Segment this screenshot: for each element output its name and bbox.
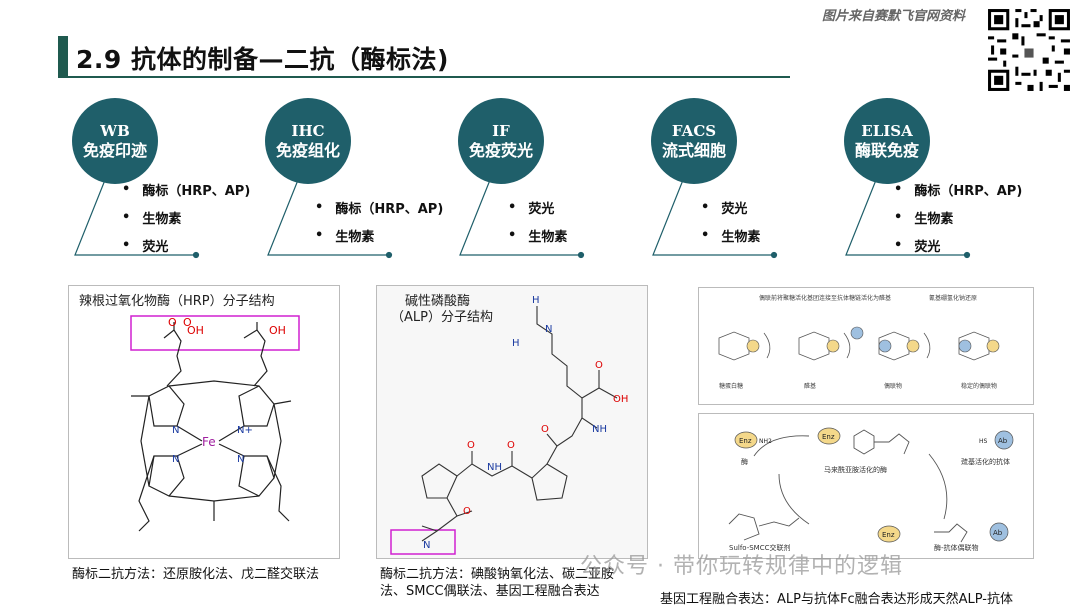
- hrp-atom-n: N: [237, 454, 244, 465]
- page-title: 2.9 抗体的制备—二抗（酶标法): [76, 45, 449, 74]
- fusion-caption: 基因工程融合表达：ALP与抗体Fc融合表达形成天然ALP-抗体: [660, 592, 1013, 607]
- glycan-label: 糖链活化为醛基: [849, 294, 891, 302]
- alp-panel-title-line2: （ALP）分子结构: [391, 310, 493, 325]
- smcc-ab-label: Ab: [993, 529, 1003, 537]
- title-underline: [58, 76, 790, 78]
- glycan-sub-label: 糖蛋白糖: [719, 382, 743, 390]
- smcc-conjugate-label: 酶-抗体偶联物: [934, 543, 979, 552]
- hrp-atom-o: O: [183, 316, 192, 329]
- method-circle-facs: FACS 流式细胞: [651, 98, 737, 184]
- alp-atom-oh: OH: [613, 394, 628, 405]
- glycan-conjugation-panel: 偶联前将聚糖活化基团连接至抗体 糖链活化为醛基 氰基硼氢化钠还原 糖蛋白糖 醛基…: [698, 287, 1034, 405]
- hrp-atom-n: N: [172, 425, 179, 436]
- hrp-atom-n: N: [172, 454, 179, 465]
- smcc-enzyme-label: 酶: [741, 457, 748, 466]
- list-item: 生物素: [508, 221, 567, 249]
- list-item: 生物素: [122, 203, 250, 231]
- alp-atom-h: H: [532, 295, 540, 306]
- alp-atom-nh: NH: [487, 462, 502, 473]
- list-item: 生物素: [315, 221, 443, 249]
- hrp-caption: 酶标二抗方法：还原胺化法、戊二醛交联法: [72, 567, 320, 582]
- source-watermark: 图片来自赛默飞官网资料: [822, 9, 966, 24]
- method-list-if: 荧光 生物素: [508, 193, 567, 249]
- title-accent-bar: [58, 36, 68, 78]
- alp-panel-title-line1: 碱性磷酸酶: [405, 294, 471, 309]
- list-item: 荧光: [701, 193, 760, 221]
- alp-atom-o: O: [507, 440, 515, 451]
- alp-atom-h: H: [512, 338, 520, 349]
- smcc-nh2-label: NH2: [759, 438, 772, 445]
- hrp-structure-panel: 辣根过氧化物酶（HRP）分子结构: [68, 285, 340, 559]
- alp-atom-o: O: [467, 440, 475, 451]
- glycan-label: 氰基硼氢化钠还原: [929, 294, 977, 302]
- alp-atom-o: O: [463, 506, 471, 517]
- smcc-reagent-label: Sulfo-SMCC交联剂: [729, 543, 791, 552]
- alp-atom-n: N: [423, 540, 430, 551]
- alp-structure-panel: 碱性磷酸酶 （ALP）分子结构 H N H OH O NH O O NH O: [376, 285, 648, 559]
- smcc-activated-label: 马来酰亚胺活化的酶: [824, 465, 887, 474]
- method-circle-elisa: ELISA 酶联免疫: [844, 98, 930, 184]
- hrp-atom-nplus: N+: [237, 425, 253, 436]
- smcc-enz-label: Enz: [822, 433, 835, 441]
- hrp-molecule-diagram: O OH OH O Fe N N+ N N: [130, 315, 300, 532]
- smcc-conjugation-diagram: Enz NH2 Enz Ab HS Enz Ab 酶 马来酰亚胺活化的酶 巯基活…: [728, 427, 1014, 552]
- method-circle-ihc: IHC 免疫组化: [265, 98, 351, 184]
- smcc-enz-label: Enz: [882, 531, 895, 539]
- smcc-enz-label: Enz: [739, 437, 752, 445]
- hrp-atom-fe: Fe: [202, 435, 216, 449]
- alp-molecule-diagram: H N H OH O NH O O NH O O N: [390, 295, 628, 555]
- method-list-elisa: 酶标（HRP、AP) 生物素 荧光: [894, 175, 1022, 259]
- method-list-ihc: 酶标（HRP、AP) 生物素: [315, 193, 443, 249]
- alp-atom-nh: NH: [592, 424, 607, 435]
- method-list-wb: 酶标（HRP、AP) 生物素 荧光: [122, 175, 250, 259]
- alp-atom-o: O: [595, 360, 603, 371]
- smcc-conjugation-panel: Enz NH2 Enz Ab HS Enz Ab 酶 马来酰亚胺活化的酶 巯基活…: [698, 413, 1034, 559]
- list-item: 酶标（HRP、AP): [122, 175, 250, 203]
- list-item: 生物素: [894, 203, 1022, 231]
- smcc-ab-label: Ab: [998, 437, 1008, 445]
- method-circle-if: IF 免疫荧光: [458, 98, 544, 184]
- alp-atom-o: O: [541, 424, 549, 435]
- alp-caption-line2: 法、SMCC偶联法、基因工程融合表达: [380, 584, 600, 599]
- method-list-facs: 荧光 生物素: [701, 193, 760, 249]
- alp-caption-line1: 酶标二抗方法：碘酸钠氧化法、碳二亚胺: [380, 567, 615, 582]
- glycan-sub-label: 醛基: [804, 382, 816, 390]
- list-item: 酶标（HRP、AP): [894, 175, 1022, 203]
- method-circle-wb: WB 免疫印迹: [72, 98, 158, 184]
- glycan-conjugation-diagram: 偶联前将聚糖活化基团连接至抗体 糖链活化为醛基 氰基硼氢化钠还原 糖蛋白糖 醛基…: [718, 294, 1000, 390]
- wechat-watermark: 公众号 · 带你玩转规律中的逻辑: [580, 554, 903, 579]
- list-item: 生物素: [701, 221, 760, 249]
- hrp-atom-oh: OH: [269, 324, 286, 337]
- hrp-panel-title: 辣根过氧化物酶（HRP）分子结构: [79, 294, 275, 309]
- smcc-thiol-label: 巯基活化的抗体: [961, 457, 1010, 466]
- hrp-atom-o: O: [168, 316, 177, 329]
- glycan-sub-label: 偶联物: [884, 382, 902, 390]
- list-item: 酶标（HRP、AP): [315, 193, 443, 221]
- list-item: 荧光: [894, 231, 1022, 259]
- alp-atom-n: N: [545, 324, 552, 335]
- list-item: 荧光: [122, 231, 250, 259]
- hrp-atom-oh: OH: [187, 324, 204, 337]
- smcc-hs-label: HS: [979, 438, 988, 445]
- list-item: 荧光: [508, 193, 567, 221]
- qr-code-icon: [985, 6, 1073, 94]
- glycan-sub-label: 稳定的偶联物: [961, 382, 997, 390]
- glycan-label: 偶联前将聚糖活化基团连接至抗体: [759, 294, 849, 302]
